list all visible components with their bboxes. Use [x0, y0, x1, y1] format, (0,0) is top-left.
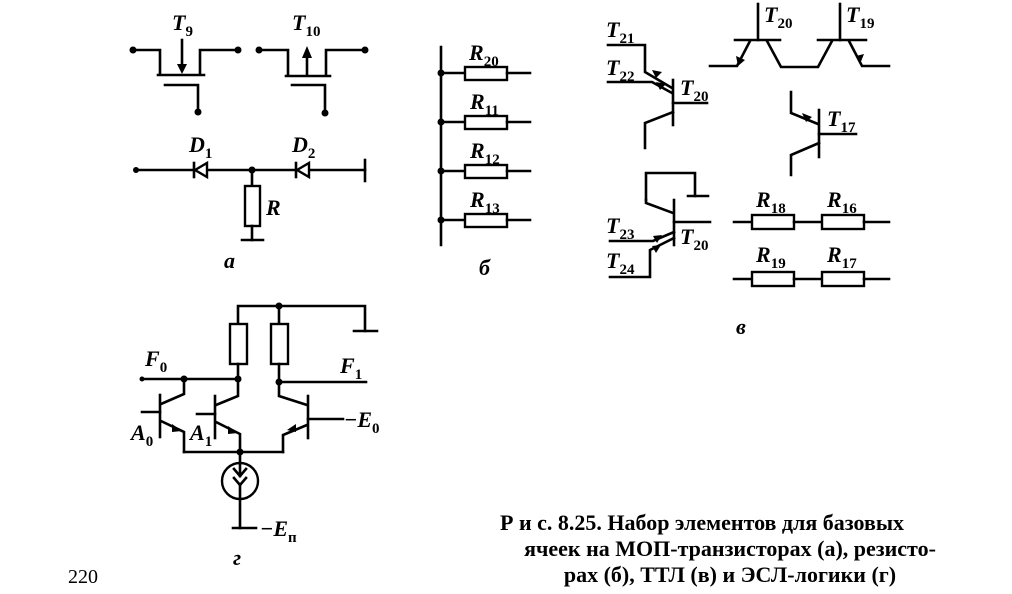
resistor-r20 — [437, 65, 532, 82]
diode-d2 — [294, 160, 311, 180]
t20-label-a: T20 — [680, 75, 708, 105]
panel-a-label: а — [224, 248, 235, 273]
load-resistor-left — [228, 322, 249, 366]
t10-label: T10 — [292, 10, 320, 40]
t9-label: T9 — [172, 10, 193, 40]
t20-label-b: T20 — [764, 2, 792, 32]
panel-v-label: в — [736, 314, 746, 339]
caption-line-3: рах (б), ТТЛ (в) и ЭСЛ-логики (г) — [563, 562, 897, 587]
panel-b-label: б — [479, 255, 491, 280]
e0-label: −E0 — [344, 407, 380, 437]
t19-label: T19 — [846, 2, 874, 32]
resistor-r13 — [437, 212, 532, 229]
panel-b: R20 R11 R12 R13 б — [437, 40, 532, 280]
resistor-chain-r18-r16 — [732, 213, 891, 231]
caption-line-1: Р и с. 8.25. Набор элементов для базовых — [500, 510, 905, 535]
r19-label: R19 — [755, 242, 786, 272]
r16-label: R16 — [826, 187, 857, 217]
figure-caption: Р и с. 8.25. Набор элементов для базовых… — [500, 510, 960, 588]
d2-label: D2 — [291, 132, 315, 162]
r11-label: R11 — [469, 89, 499, 119]
t20-label-c: T20 — [680, 224, 708, 254]
resistor-chain-r19-r17 — [732, 270, 891, 288]
f0-label: F0 — [144, 346, 167, 376]
resistor-r — [243, 184, 262, 228]
t17-label: T17 — [827, 106, 856, 136]
r12-label: R12 — [469, 138, 500, 168]
transistor-reference — [277, 380, 345, 454]
diode-d1 — [192, 160, 209, 180]
load-resistor-right — [269, 322, 290, 366]
panel-g-label: г — [233, 545, 241, 570]
multi-emitter-transistor-t20-bottom — [608, 171, 712, 279]
a0-label: A0 — [129, 420, 153, 450]
d1-label: D1 — [188, 132, 212, 162]
mos-transistor-t10 — [255, 46, 369, 117]
r17-label: R17 — [826, 242, 857, 272]
transistor-a1 — [195, 377, 242, 454]
multi-emitter-transistor-t20-top — [606, 43, 709, 150]
r13-label: R13 — [469, 187, 500, 217]
transistor-pair-t20-t19 — [708, 2, 891, 69]
ep-label: −Eп — [260, 516, 297, 546]
t23-label: T23 — [606, 213, 634, 243]
current-source — [220, 461, 260, 530]
page-number: 220 — [68, 566, 98, 588]
f1-label: F1 — [339, 353, 362, 383]
resistor-r11 — [437, 114, 532, 131]
r20-label: R20 — [468, 40, 499, 70]
caption-line-2: ячеек на МОП-транзисторах (а), резисто- — [524, 536, 936, 561]
t24-label: T24 — [606, 248, 635, 278]
panel-g: F0 F1 A0 A1 −E0 −Eп г — [129, 302, 380, 570]
r-label: R — [265, 195, 281, 220]
t21-label: T21 — [606, 17, 634, 47]
a1-label: A1 — [188, 420, 212, 450]
panel-v: T21 T22 T20 T20 T19 T17 — [606, 2, 891, 339]
resistor-r12 — [437, 163, 532, 180]
mos-transistor-t9 — [129, 38, 242, 116]
r18-label: R18 — [755, 187, 786, 217]
t22-label: T22 — [606, 55, 634, 85]
panel-a: T9 T10 — [129, 10, 369, 273]
diode-circuit — [133, 158, 367, 242]
transistor-t17 — [789, 90, 858, 177]
transistor-a0 — [140, 377, 186, 454]
